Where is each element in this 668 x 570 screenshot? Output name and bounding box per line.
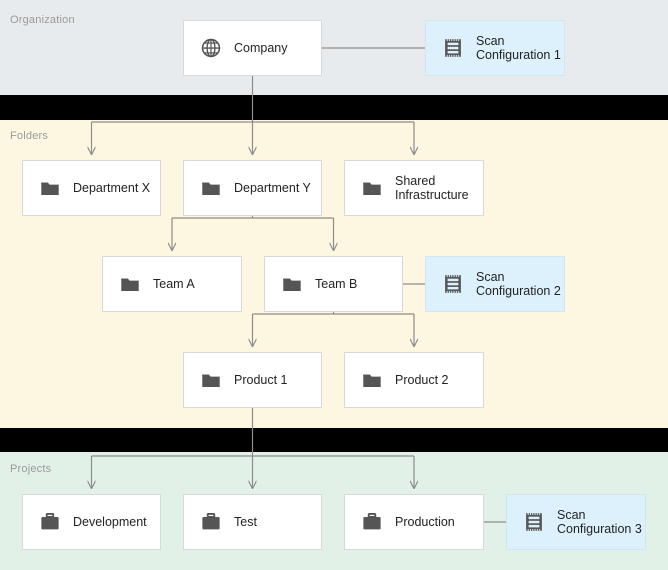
node-product-2[interactable]: Product 2 xyxy=(344,352,484,408)
scan-config-icon xyxy=(445,275,461,293)
node-team-b[interactable]: Team B xyxy=(264,256,403,312)
node-scan-2[interactable]: Scan Configuration 2 xyxy=(425,256,565,312)
node-label-scan-1: Scan Configuration 1 xyxy=(476,34,561,62)
folder-icon xyxy=(202,182,220,195)
node-scan-1[interactable]: Scan Configuration 1 xyxy=(425,20,565,76)
scan-config-icon xyxy=(526,513,542,531)
folder-icon xyxy=(121,278,139,291)
node-label-scan-3: Scan Configuration 3 xyxy=(557,508,642,536)
band-label-projects: Projects xyxy=(10,463,52,475)
node-label-development: Development xyxy=(73,515,147,529)
node-production[interactable]: Production xyxy=(344,494,484,550)
node-department-y[interactable]: Department Y xyxy=(183,160,322,216)
node-label-company: Company xyxy=(234,41,288,55)
scan-config-icon xyxy=(445,39,461,57)
globe-icon xyxy=(201,38,221,58)
band-label-organization: Organization xyxy=(10,14,75,26)
band-organization xyxy=(0,0,668,95)
folder-icon xyxy=(363,374,381,387)
node-development[interactable]: Development xyxy=(22,494,161,550)
node-company[interactable]: Company xyxy=(183,20,322,76)
node-label-product-2: Product 2 xyxy=(395,373,449,387)
band-label-folders: Folders xyxy=(10,130,49,142)
node-label-team-b: Team B xyxy=(315,277,358,291)
node-label-team-a: Team A xyxy=(153,277,195,291)
node-label-product-1: Product 1 xyxy=(234,373,288,387)
node-label-scan-2: Scan Configuration 2 xyxy=(476,270,561,298)
node-team-a[interactable]: Team A xyxy=(102,256,242,312)
node-label-test: Test xyxy=(234,515,257,529)
briefcase-icon xyxy=(363,513,381,530)
folder-icon xyxy=(41,182,59,195)
node-label-shared-infrastructure: Shared Infrastructure xyxy=(395,174,469,202)
briefcase-icon xyxy=(41,513,59,530)
node-test[interactable]: Test xyxy=(183,494,322,550)
node-shared-infrastructure[interactable]: Shared Infrastructure xyxy=(344,160,484,216)
folder-icon xyxy=(202,374,220,387)
node-product-1[interactable]: Product 1 xyxy=(183,352,322,408)
node-label-department-x: Department X xyxy=(73,181,151,195)
node-label-department-y: Department Y xyxy=(234,181,311,195)
node-label-production: Production xyxy=(395,515,455,529)
node-department-x[interactable]: Department X xyxy=(22,160,161,216)
node-scan-3[interactable]: Scan Configuration 3 xyxy=(506,494,646,550)
folder-icon xyxy=(283,278,301,291)
briefcase-icon xyxy=(202,513,220,530)
folder-icon xyxy=(363,182,381,195)
